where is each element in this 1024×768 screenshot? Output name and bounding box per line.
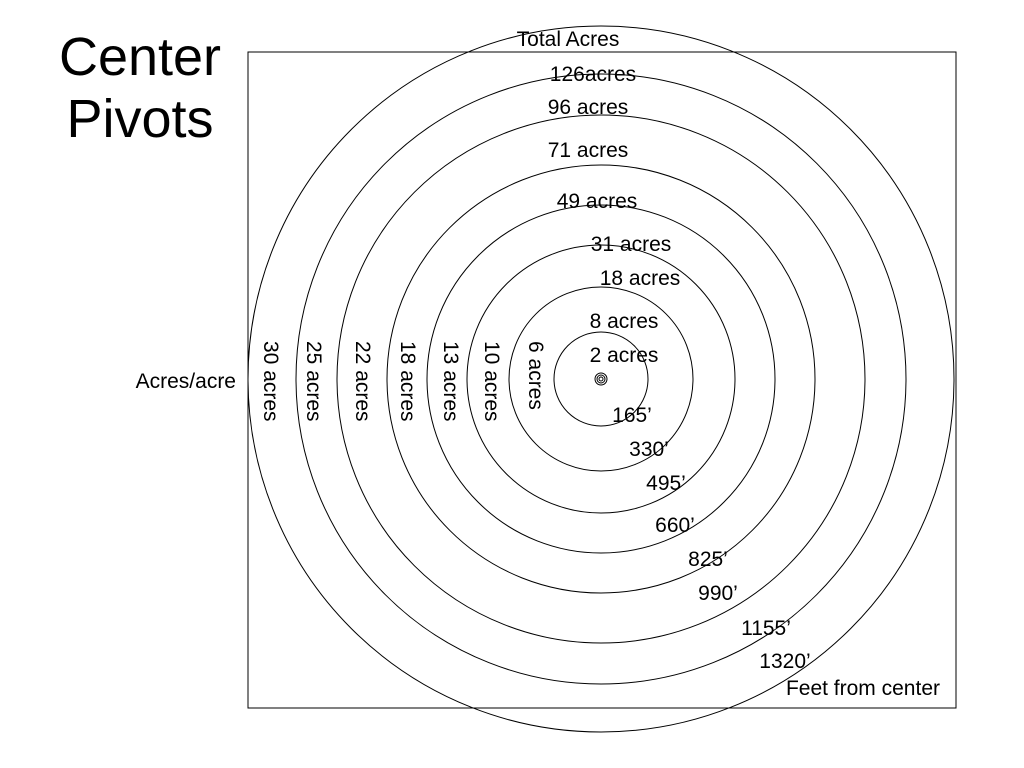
ring-acres-per-acre-label: 18 acres xyxy=(396,341,419,422)
ring-total-acres-label: 18 acres xyxy=(600,267,681,290)
pivot-rings xyxy=(247,25,955,733)
ring-acres-per-acre-label: 10 acres xyxy=(480,341,503,422)
acres-per-acre-label: Acres/acre xyxy=(136,370,236,393)
pivot-ring xyxy=(247,25,955,733)
ring-total-acres-label: 31 acres xyxy=(591,233,672,256)
ring-total-acres-label: 2 acres xyxy=(590,344,659,367)
ring-total-acres-label: 49 acres xyxy=(557,190,638,213)
ring-acres-per-acre-label: 30 acres xyxy=(259,341,282,422)
slide-title: Center Pivots xyxy=(40,26,240,150)
pivot-ring xyxy=(466,244,736,514)
ring-acres-per-acre-label: 25 acres xyxy=(302,341,325,422)
ring-acres-per-acre-label: 6 acres xyxy=(524,341,547,410)
ring-acres-per-acre-label: 22 acres xyxy=(351,341,374,422)
ring-feet-label: 660’ xyxy=(655,514,695,537)
ring-total-acres-label: 8 acres xyxy=(590,310,659,333)
slide-title-line-2: Pivots xyxy=(66,89,214,149)
ring-total-acres-label: 126acres xyxy=(550,63,636,86)
ring-total-acres-label: 96 acres xyxy=(548,96,629,119)
pivot-ring xyxy=(553,331,649,427)
ring-feet-label: 990’ xyxy=(698,582,738,605)
ring-feet-label: 330’ xyxy=(629,438,669,461)
pivot-ring xyxy=(336,114,866,644)
ring-acres-per-acre-label: 13 acres xyxy=(439,341,462,422)
feet-from-center-label: Feet from center xyxy=(786,677,940,700)
total-acres-header: Total Acres xyxy=(517,28,620,51)
ring-feet-label: 1155’ xyxy=(741,617,791,640)
ring-feet-label: 495’ xyxy=(646,472,686,495)
pivot-ring xyxy=(426,204,776,554)
pivot-ring xyxy=(295,73,907,685)
pivot-ring xyxy=(386,164,816,594)
ring-total-acres-label: 71 acres xyxy=(548,139,629,162)
slide-title-line-1: Center xyxy=(58,27,222,87)
pivot-ring xyxy=(508,286,694,472)
pivot-center-icon xyxy=(594,372,608,386)
ring-feet-label: 1320’ xyxy=(759,650,810,673)
ring-labels: 2 acres 165’ 6 acres 8 acres 330’ 10 acres 18 … xyxy=(259,63,811,673)
ring-feet-label: 825’ xyxy=(688,548,728,571)
ring-feet-label: 165’ xyxy=(612,404,652,427)
